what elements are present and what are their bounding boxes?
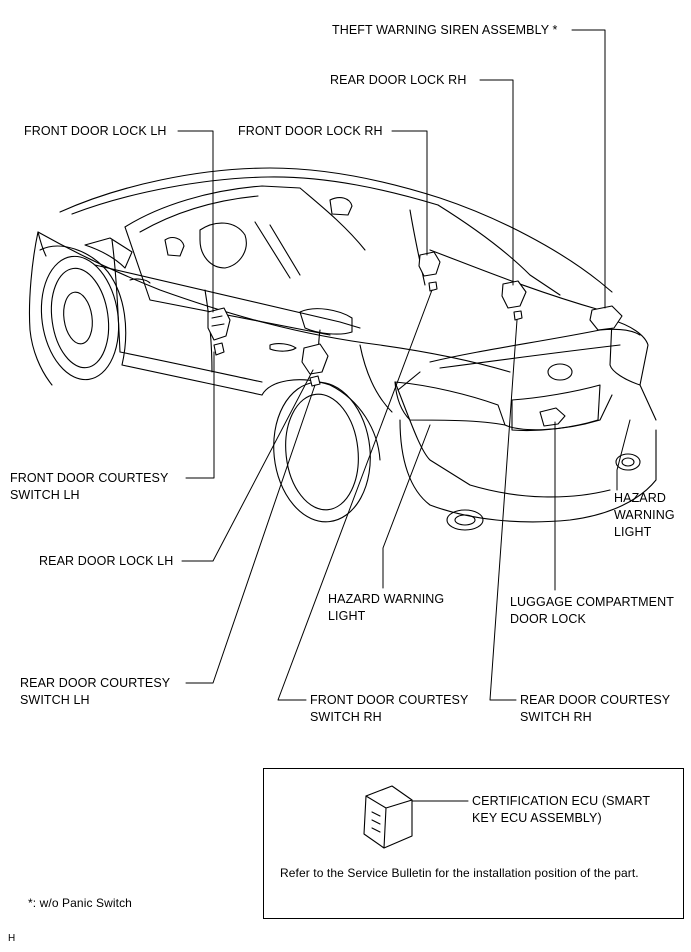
figure-code: H bbox=[8, 933, 16, 944]
label-hazard-warning-light-right: HAZARD WARNING LIGHT bbox=[614, 491, 675, 539]
label-front-door-courtesy-switch-rh: FRONT DOOR COURTESY SWITCH RH bbox=[310, 693, 469, 724]
label-front-door-lock-lh: FRONT DOOR LOCK LH bbox=[24, 124, 167, 138]
label-luggage-compartment-door-lock: LUGGAGE COMPARTMENT DOOR LOCK bbox=[510, 595, 674, 626]
footnote: *: w/o Panic Switch bbox=[28, 896, 132, 910]
component-markers bbox=[207, 251, 623, 849]
label-rear-door-courtesy-switch-lh: REAR DOOR COURTESY SWITCH LH bbox=[20, 676, 171, 707]
label-hazard-warning-light-center: HAZARD WARNING LIGHT bbox=[328, 592, 445, 623]
label-theft-warning-siren: THEFT WARNING SIREN ASSEMBLY * bbox=[332, 23, 558, 37]
label-certification-ecu: CERTIFICATION ECU (SMART KEY ECU ASSEMBL… bbox=[472, 794, 651, 825]
label-front-door-courtesy-switch-lh: FRONT DOOR COURTESY SWITCH LH bbox=[10, 471, 169, 502]
service-bulletin-note: Refer to the Service Bulletin for the in… bbox=[280, 866, 639, 880]
label-rear-door-lock-lh: REAR DOOR LOCK LH bbox=[39, 554, 174, 568]
label-front-door-lock-rh: FRONT DOOR LOCK RH bbox=[238, 124, 383, 138]
leader-lines bbox=[177, 29, 631, 802]
certification-ecu-reference-box bbox=[263, 768, 684, 919]
label-rear-door-courtesy-switch-rh: REAR DOOR COURTESY SWITCH RH bbox=[520, 693, 671, 724]
label-rear-door-lock-rh: REAR DOOR LOCK RH bbox=[330, 73, 467, 87]
